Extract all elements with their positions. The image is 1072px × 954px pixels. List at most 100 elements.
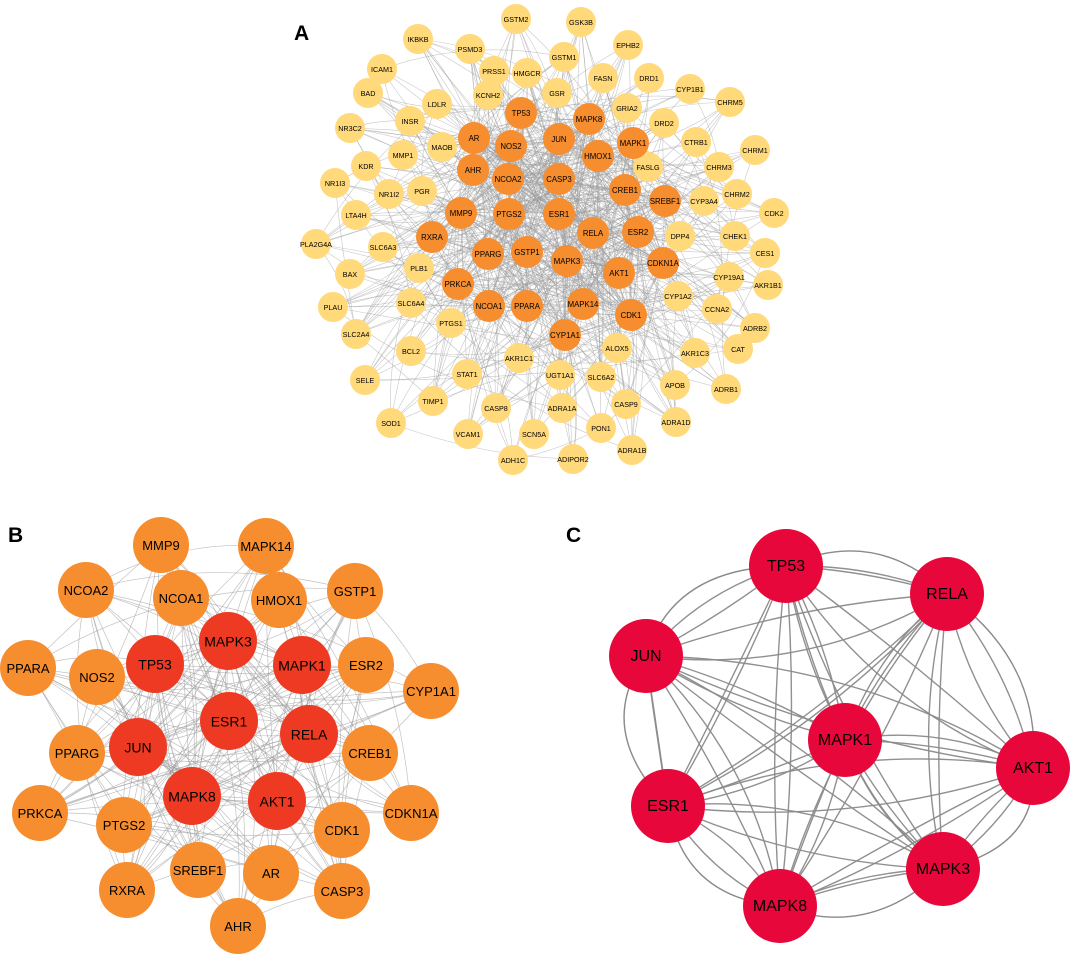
panel-a-node-dpp4	[665, 221, 695, 251]
panel-b-label-rxra: RXRA	[109, 883, 145, 898]
panel-a-node-adra1b	[617, 435, 647, 465]
panel-b-node-tp53	[126, 635, 184, 693]
panel-a-node-plau	[318, 292, 348, 322]
panel-a-node-maob	[427, 132, 457, 162]
panel-a-label-tp53: TP53	[512, 109, 531, 118]
panel-a-label-bax: BAX	[343, 270, 358, 279]
panel-a-label-akr1c3: AKR1C3	[681, 349, 709, 358]
panel-a-node-alox5	[602, 333, 632, 363]
panel-a-node-esr1	[543, 198, 575, 230]
panel-a-letter: A	[294, 22, 309, 45]
panel-c-edge	[645, 655, 944, 870]
panel-a-node-adrb2	[740, 313, 770, 343]
panel-a-edge	[355, 145, 512, 216]
panel-b-edge	[39, 812, 343, 892]
panel-a-edge	[409, 120, 489, 255]
panel-a-label-gstm2: GSTM2	[504, 15, 529, 24]
panel-a-label-adrb1: ADRB1	[714, 385, 738, 394]
panel-a-edge	[364, 213, 510, 381]
panel-a-node-adh1c	[498, 445, 528, 475]
panel-a-label-ldlr: LDLR	[428, 100, 446, 109]
panel-b-label-ncoa1: NCOA1	[159, 591, 204, 606]
panel-a-node-ugt1a1	[545, 360, 575, 390]
panel-b-edge	[154, 663, 343, 892]
panel-b-edge	[137, 590, 356, 748]
panel-b-node-creb1	[342, 725, 398, 781]
panel-a-label-akr1c1: AKR1C1	[505, 354, 533, 363]
panel-a-label-ncoa2: NCOA2	[495, 175, 522, 184]
panel-a-edge	[487, 72, 528, 255]
panel-a-label-cyp3a4: CYP3A4	[690, 197, 718, 206]
panel-a-label-gstp1: GSTP1	[514, 248, 540, 257]
panel-c-edge	[645, 593, 948, 657]
panel-a-label-cyp19a1: CYP19A1	[713, 273, 745, 282]
panel-a-node-rxra	[416, 221, 448, 253]
panel-c-edge	[667, 593, 948, 807]
panel-b-edge	[137, 746, 343, 892]
panel-a-edge	[508, 213, 736, 238]
panel-c-edge	[667, 593, 948, 807]
panel-a-node-kdr	[351, 151, 381, 181]
panel-b-edge	[85, 572, 356, 592]
panel-a-label-slc6a3: SLC6A3	[370, 243, 397, 252]
panel-a-node-adipor2	[558, 444, 588, 474]
panel-a-label-gria2: GRIA2	[616, 104, 638, 113]
panel-b-label-esr2: ESR2	[349, 658, 383, 673]
panel-b-label-ncoa2: NCOA2	[64, 583, 109, 598]
panel-c-node-rela	[910, 557, 984, 631]
panel-a-edge	[367, 92, 558, 110]
panel-a-edge	[332, 306, 618, 349]
panel-a-label-cdkn1a: CDKN1A	[647, 259, 679, 268]
panel-b-label-prkca: PRKCA	[18, 806, 63, 821]
panel-b-node-mmp9	[133, 517, 189, 573]
panel-a-node-ccna2	[702, 294, 732, 324]
panel-b-label-mapk8: MAPK8	[168, 789, 216, 805]
panel-b-edge	[354, 590, 412, 814]
panel-a-node-ar	[458, 122, 490, 154]
panel-a-node-plb1	[404, 253, 434, 283]
panel-a-label-scn5a: SCN5A	[522, 430, 546, 439]
panel-b-label-ahr: AHR	[224, 919, 251, 934]
panel-a-edge	[597, 149, 756, 165]
panel-b-edge	[39, 812, 272, 874]
panel-c-letter: C	[566, 524, 581, 547]
panel-a-edge	[334, 182, 560, 215]
panel-a-edge	[432, 308, 718, 402]
panel-a-edge	[526, 251, 696, 354]
panel-b-label-creb1: CREB1	[348, 746, 391, 761]
panel-a-label-ctrb1: CTRB1	[684, 138, 708, 147]
panel-a-node-akt1	[603, 257, 635, 289]
panel-a-label-nr1i3: NR1I3	[325, 179, 345, 188]
panel-a-node-sod1	[376, 408, 406, 438]
panel-b-edge	[227, 640, 272, 874]
panel-a-label-ahr: AHR	[465, 166, 482, 175]
panel-a-node-akr1c1	[504, 343, 534, 373]
panel-a-label-cdk2: CDK2	[764, 209, 783, 218]
panel-a-node-adra1d	[661, 407, 691, 437]
panel-a-edge	[495, 231, 639, 409]
panel-a-edge	[626, 107, 738, 195]
panel-a-edge	[355, 112, 522, 335]
panel-a-node-stat1	[452, 359, 482, 389]
panel-a-node-slc6a3	[368, 232, 398, 262]
panel-a-label-srebf1: SREBF1	[650, 197, 680, 206]
panel-b-node-pparg	[49, 725, 105, 781]
panel-b-node-hmox1	[251, 572, 307, 628]
panel-a-node-nr1i2	[374, 179, 404, 209]
panel-a-edge	[597, 155, 618, 349]
panel-b-edge	[123, 690, 432, 826]
panel-a-label-icam1: ICAM1	[371, 65, 393, 74]
panel-a-node-slc6a2	[586, 362, 616, 392]
panel-a-node-sele	[350, 365, 380, 395]
panel-a-edge	[467, 118, 590, 435]
panel-a-label-ikbkb: IKBKB	[407, 35, 428, 44]
panel-a-label-adipor2: ADIPOR2	[557, 455, 589, 464]
panel-a-label-akt1: AKT1	[609, 269, 629, 278]
panel-a-node-creb1	[609, 174, 641, 206]
panel-a-edge	[457, 283, 514, 461]
